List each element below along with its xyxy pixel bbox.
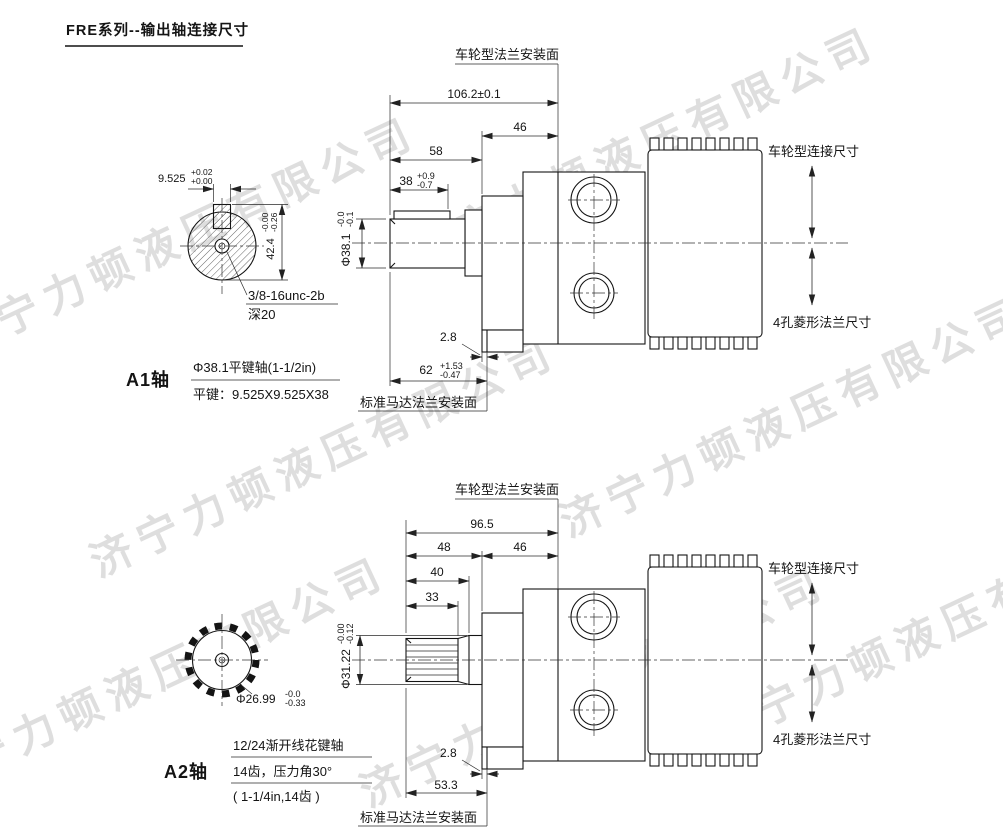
a2-motor-outline: [481, 554, 763, 770]
a1-dim-46: 46: [513, 120, 527, 134]
a1-shaft-outline: [389, 209, 483, 277]
a2-spline-dia-up: -0.0: [285, 689, 301, 699]
a1-right-annotations: 车轮型连接尺寸 4孔菱形法兰尺寸: [768, 144, 871, 330]
title-block: FRE系列--输出轴连接尺寸: [65, 21, 249, 47]
a1-shaft-name: A1轴: [126, 369, 170, 390]
a1-spec1: Φ38.1平键轴(1-1/2in): [193, 360, 316, 375]
a1-shaft-dia-up: -0.0: [336, 211, 346, 227]
a2-wheel-conn-dim-label: 车轮型连接尺寸: [768, 561, 859, 576]
a1-shaft-dia-group: Φ38.1 -0.0 -0.1: [336, 211, 355, 266]
watermark-text: 济宁力顿液压有限公司: [83, 328, 565, 586]
a2-spec-block: 12/24渐开线花键轴 A2轴 14齿，压力角30° ( 1-1/4in,14齿…: [164, 738, 372, 804]
a1-dim-62: 62: [419, 363, 433, 377]
a2-right-annotations: 车轮型连接尺寸 4孔菱形法兰尺寸: [768, 561, 871, 747]
a2-dim-33: 33: [425, 590, 439, 604]
a1-dimensions: 106.2±0.1 46 58 38 +0.9 -0.7 Φ38.1 -0.0 …: [336, 47, 559, 412]
a1-dim-overall: 106.2±0.1: [447, 87, 501, 101]
a2-spline-detail: Φ26.99 -0.0 -0.33: [176, 614, 306, 708]
a1-diamond-flange-dim-label: 4孔菱形法兰尺寸: [773, 315, 871, 330]
a1-key-height-group: 42.4 -0.00 -0.26: [260, 212, 279, 259]
a2-shaft-dia: Φ31.22: [339, 649, 353, 689]
a1-dim-keylen-dn: -0.7: [417, 180, 433, 190]
a1-spec-block: A1轴 Φ38.1平键轴(1-1/2in) 平键：9.525X9.525X38: [126, 360, 340, 402]
a1-std-motor-face-label: 标准马达法兰安装面: [360, 395, 477, 410]
a1-dim-58: 58: [429, 144, 443, 158]
a1-key-width: 9.525: [158, 173, 186, 185]
a1-key-width-up: +0.02: [191, 167, 213, 177]
a1-thread-depth: 深20: [248, 307, 275, 322]
a1-shaft-dia-dn: -0.1: [345, 211, 355, 227]
a2-spline-dia-dn: -0.33: [285, 698, 306, 708]
a2-wheel-flange-face-label: 车轮型法兰安装面: [455, 482, 559, 497]
a1-key-height-dn: -0.26: [269, 212, 279, 232]
a2-dim-48: 48: [437, 540, 451, 554]
a2-dimensions: 96.5 48 46 40 33 Φ31.22 -0.00 -0.12 2.8 …: [336, 482, 559, 827]
a1-wheel-flange-face-label: 车轮型法兰安装面: [455, 47, 559, 62]
a1-key-height-up: -0.00: [260, 212, 270, 232]
a2-shaft-name: A2轴: [164, 761, 208, 782]
a1-key-detail: 9.525 +0.02 +0.00 42.4 -0.00 -0.26 3/8-1…: [158, 167, 338, 322]
a1-dim-keylen: 38: [399, 174, 413, 188]
a1-spec2: 平键：9.525X9.525X38: [193, 387, 329, 402]
a1-dim-62-up: +1.53: [440, 361, 463, 371]
a2-dim-step: 2.8: [440, 746, 457, 760]
a1-dim-62-dn: -0.47: [440, 370, 461, 380]
a1-shaft-dia: Φ38.1: [339, 233, 353, 266]
a2-spline-dia: Φ26.99: [236, 692, 276, 706]
a2-spec2: ( 1-1/4in,14齿 ): [233, 789, 320, 804]
a1-key-height: 42.4: [265, 238, 277, 259]
a2-spec1: 14齿，压力角30°: [233, 764, 332, 779]
a2-shaft-dia-dn: -0.12: [345, 623, 355, 644]
a1-thread-spec: 3/8-16unc-2b: [248, 288, 325, 303]
a2-dim-533: 53.3: [434, 778, 458, 792]
a2-shaft-dia-group: Φ31.22 -0.00 -0.12: [336, 623, 355, 688]
a1-drawing: 106.2±0.1 46 58 38 +0.9 -0.7 Φ38.1 -0.0 …: [126, 47, 871, 412]
a2-diamond-flange-dim-label: 4孔菱形法兰尺寸: [773, 732, 871, 747]
a2-spline-type: 12/24渐开线花键轴: [233, 738, 344, 753]
a1-motor-outline: [481, 137, 763, 353]
a2-drawing: 96.5 48 46 40 33 Φ31.22 -0.00 -0.12 2.8 …: [164, 482, 871, 827]
a1-centerlines: [352, 174, 848, 320]
a1-dim-keylen-up: +0.9: [417, 171, 435, 181]
a2-dim-40: 40: [430, 565, 444, 579]
a2-dim-overall: 96.5: [470, 517, 494, 531]
a2-shaft-dia-up: -0.00: [336, 623, 346, 644]
page-title: FRE系列--输出轴连接尺寸: [66, 21, 249, 39]
a2-std-motor-face-label: 标准马达法兰安装面: [360, 810, 477, 825]
a1-key-width-dn: +0.00: [191, 176, 213, 186]
a1-dim-step: 2.8: [440, 330, 457, 344]
a2-dim-46: 46: [513, 540, 527, 554]
a1-wheel-conn-dim-label: 车轮型连接尺寸: [768, 144, 859, 159]
a2-centerlines: [352, 591, 848, 737]
